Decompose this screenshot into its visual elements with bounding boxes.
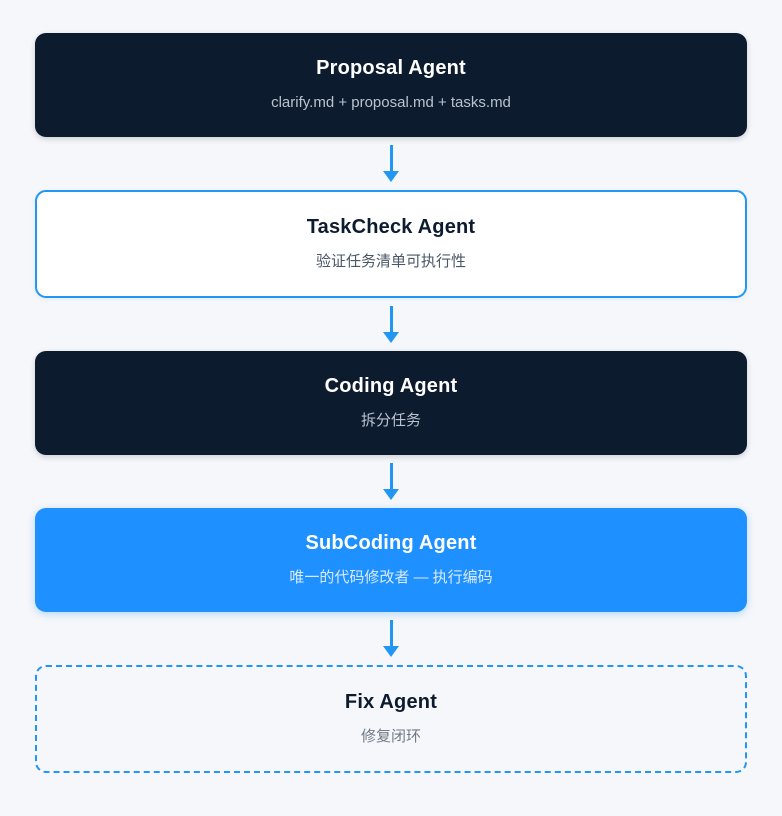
node-subtitle: 唯一的代码修改者 — 执行编码 <box>289 569 493 586</box>
arrow-head-icon <box>383 646 399 657</box>
agent-flow-diagram: Proposal Agent clarify.md + proposal.md … <box>35 0 747 773</box>
down-arrow <box>35 137 747 190</box>
arrow-head-icon <box>383 332 399 343</box>
arrow-stem <box>389 463 393 489</box>
node-title: Coding Agent <box>324 375 458 397</box>
node-proposal-agent: Proposal Agent clarify.md + proposal.md … <box>35 33 747 137</box>
node-title: Fix Agent <box>344 691 438 713</box>
arrow-stem <box>389 620 393 646</box>
node-subtitle: 验证任务清单可执行性 <box>315 253 466 270</box>
arrow-head-icon <box>383 171 399 182</box>
node-title: Proposal Agent <box>316 57 466 79</box>
node-title: TaskCheck Agent <box>306 216 476 238</box>
node-coding-agent: Coding Agent 拆分任务 <box>35 351 747 455</box>
arrow-stem <box>389 145 393 171</box>
node-subcoding-agent: SubCoding Agent 唯一的代码修改者 — 执行编码 <box>35 508 747 612</box>
node-subtitle: 拆分任务 <box>360 412 421 429</box>
arrow-stem <box>389 306 393 332</box>
node-taskcheck-agent: TaskCheck Agent 验证任务清单可执行性 <box>35 190 747 298</box>
arrow-head-icon <box>383 489 399 500</box>
node-subtitle: clarify.md + proposal.md + tasks.md <box>271 94 511 111</box>
down-arrow <box>35 612 747 665</box>
node-subtitle: 修复闭环 <box>360 728 421 745</box>
node-fix-agent: Fix Agent 修复闭环 <box>35 665 747 773</box>
node-title: SubCoding Agent <box>305 532 477 554</box>
down-arrow <box>35 455 747 508</box>
down-arrow <box>35 298 747 351</box>
